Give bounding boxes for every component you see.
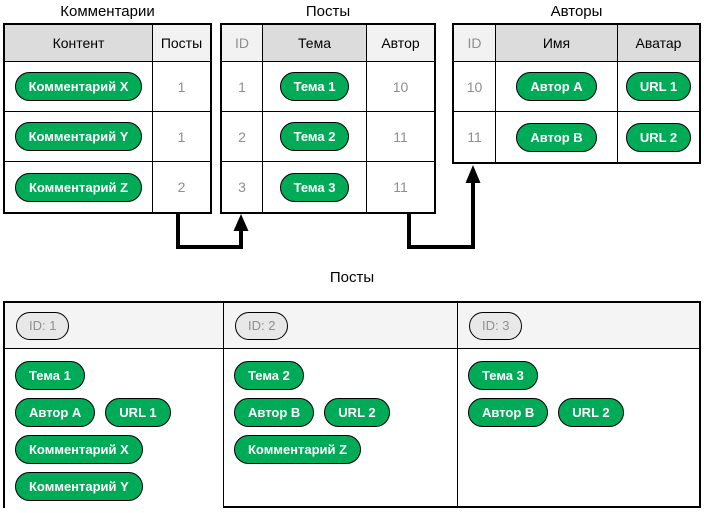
column-header-id: ID [222, 25, 263, 61]
comments-table-header-row: Контент Посты [5, 25, 210, 62]
table-row: Комментарий Y 1 [5, 112, 210, 162]
table-row: 11 Автор B URL 2 [454, 112, 699, 162]
posts-table: ID Тема Автор 1 Тема 1 10 2 Тема 2 11 3 … [220, 23, 436, 214]
post-id-cell: 1 [177, 78, 186, 95]
topic-pill: Тема 3 [468, 361, 538, 390]
topic-cell: Тема 1 [263, 62, 367, 111]
author-pill: Автор A [15, 398, 96, 427]
author-pill: Автор A [516, 72, 597, 101]
post-card-body: Тема 3 Автор B URL 2 [458, 349, 699, 506]
author-pill: Автор B [516, 122, 597, 152]
avatar-cell: URL 1 [618, 62, 699, 111]
id-cell: 3 [222, 162, 263, 212]
joined-posts-title: Посты [329, 269, 375, 286]
name-cell: Автор B [496, 112, 618, 162]
post-card-3: ID: 3 Тема 3 Автор B URL 2 [458, 303, 699, 506]
fk-arrow-comments-to-posts [176, 214, 249, 249]
table-row: 3 Тема 3 11 [222, 162, 434, 212]
author-id-cell: 10 [392, 78, 409, 95]
post-card-header: ID: 1 [5, 303, 223, 349]
comment-pill: Комментарий Z [234, 435, 362, 464]
post-id-pill: ID: 2 [235, 311, 289, 340]
id-cell: 10 [454, 62, 496, 111]
topic-cell: Тема 2 [263, 112, 367, 161]
content-cell: Комментарий Y [5, 112, 153, 161]
authors-table-header-row: ID Имя Аватар [454, 25, 699, 62]
comment-pill: Комментарий X [14, 72, 143, 101]
url-pill: URL 2 [625, 122, 692, 152]
author-pill: Автор B [468, 398, 549, 427]
post-card-2: ID: 2 Тема 2 Автор B URL 2 Комментарий Z [224, 303, 458, 506]
id-cell: 11 [454, 112, 496, 162]
comment-pill: Комментарий Y [15, 472, 143, 501]
column-header-content: Контент [5, 25, 153, 61]
content-cell: Комментарий Z [5, 162, 153, 212]
table-row: 10 Автор A URL 1 [454, 62, 699, 112]
post-card-body: Тема 2 Автор B URL 2 Комментарий Z [224, 349, 457, 506]
table-row: 2 Тема 2 11 [222, 112, 434, 162]
comments-table-title: Комментарии [60, 3, 155, 20]
url-pill: URL 1 [625, 72, 692, 101]
column-header-avatar: Аватар [618, 25, 699, 61]
post-card-header: ID: 2 [224, 303, 457, 349]
authors-table-title: Авторы [550, 3, 603, 20]
column-header-author: Автор [367, 25, 434, 61]
table-row: 1 Тема 1 10 [222, 62, 434, 112]
url-pill: URL 2 [558, 398, 624, 427]
post-card-body: Тема 1 Автор A URL 1 Комментарий X Комме… [5, 349, 223, 509]
comment-pill: Комментарий Y [14, 122, 143, 151]
posts-table-header-row: ID Тема Автор [222, 25, 434, 62]
url-pill: URL 2 [324, 398, 390, 427]
topic-pill: Тема 2 [234, 361, 304, 390]
joined-posts-box: ID: 1 Тема 1 Автор A URL 1 Комментарий X… [3, 301, 701, 509]
column-header-topic: Тема [263, 25, 367, 61]
posts-table-title: Посты [305, 3, 351, 20]
comment-pill: Комментарий X [15, 435, 143, 464]
name-cell: Автор A [496, 62, 618, 111]
authors-table: ID Имя Аватар 10 Автор A URL 1 11 Автор … [452, 23, 701, 164]
column-header-posts: Посты [153, 25, 210, 61]
topic-pill: Тема 2 [279, 122, 350, 151]
topic-pill: Тема 1 [279, 72, 350, 101]
avatar-cell: URL 2 [618, 112, 699, 162]
content-cell: Комментарий X [5, 62, 153, 111]
topic-cell: Тема 3 [263, 162, 367, 212]
table-row: Комментарий X 1 [5, 62, 210, 112]
post-id-pill: ID: 3 [469, 311, 523, 340]
author-id-cell: 11 [393, 179, 408, 195]
post-id-cell: 2 [177, 179, 186, 195]
author-pill: Автор B [234, 398, 315, 427]
column-header-id: ID [454, 25, 496, 61]
table-row: Комментарий Z 2 [5, 162, 210, 212]
post-card-1: ID: 1 Тема 1 Автор A URL 1 Комментарий X… [5, 303, 224, 509]
post-id-pill: ID: 1 [16, 311, 70, 340]
post-card-header: ID: 3 [458, 303, 699, 349]
id-cell: 1 [222, 62, 263, 111]
topic-pill: Тема 3 [279, 172, 350, 202]
comments-table: Контент Посты Комментарий X 1 Комментари… [3, 23, 212, 214]
comment-pill: Комментарий Z [14, 172, 143, 202]
author-id-cell: 11 [393, 128, 408, 145]
id-cell: 2 [222, 112, 263, 161]
url-pill: URL 1 [105, 398, 171, 427]
column-header-name: Имя [496, 25, 618, 61]
post-id-cell: 1 [177, 128, 186, 145]
topic-pill: Тема 1 [15, 361, 85, 390]
